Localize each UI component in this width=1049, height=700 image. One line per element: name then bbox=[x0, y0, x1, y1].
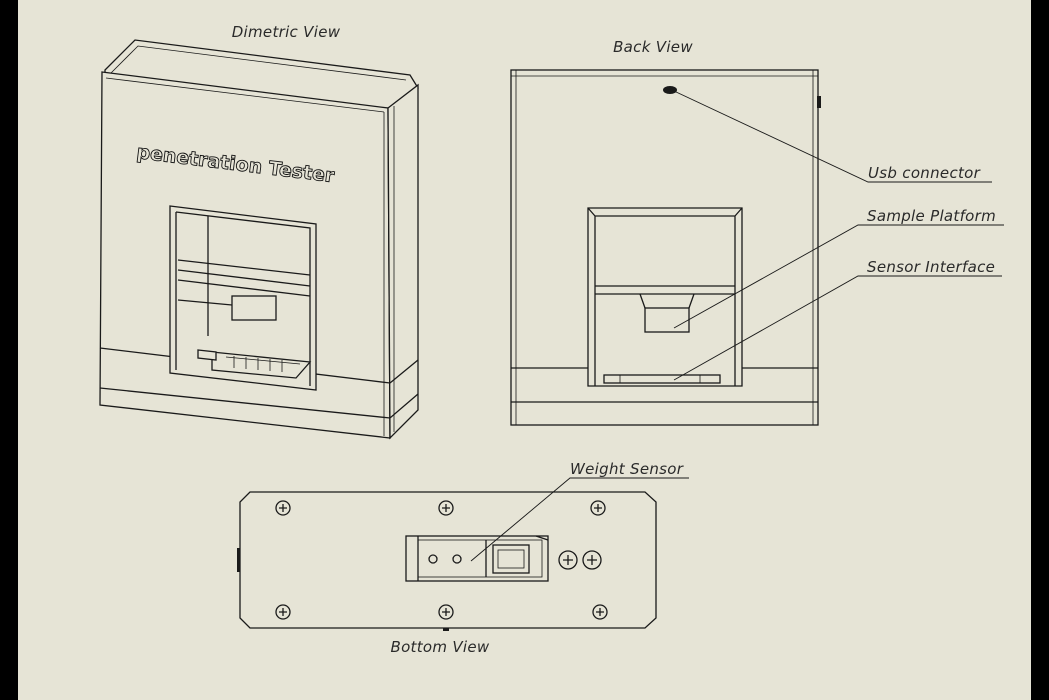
dimetric-opening-inner bbox=[175, 211, 311, 386]
dimetric-front-bevel bbox=[105, 77, 385, 113]
sensor-interface-callout: Sensor Interface bbox=[867, 258, 995, 276]
back-shelf bbox=[595, 285, 735, 295]
weight-sensor bbox=[405, 535, 549, 582]
back-opening-inner bbox=[587, 207, 743, 386]
back-view-title: Back View bbox=[613, 38, 693, 56]
screw-icon bbox=[558, 550, 578, 570]
bottom-side-port bbox=[237, 548, 240, 572]
dimetric-base-line-2 bbox=[99, 387, 419, 419]
sample-platform-callout: Sample Platform bbox=[867, 207, 996, 225]
screw-icon bbox=[438, 500, 454, 516]
back-opening bbox=[587, 207, 743, 387]
dimetric-view-title: Dimetric View bbox=[232, 23, 341, 41]
sample-platform-leader bbox=[673, 224, 1004, 329]
bottom-tab bbox=[443, 628, 449, 631]
dimetric-sample-platform bbox=[231, 295, 277, 321]
screw-icon bbox=[275, 500, 291, 516]
dimetric-top-edge bbox=[109, 45, 407, 81]
back-sensor-interface bbox=[603, 374, 721, 384]
bottom-view: Weight Sensor Bottom View bbox=[237, 460, 689, 656]
back-sample-platform bbox=[644, 307, 690, 333]
screw-icon bbox=[582, 550, 602, 570]
usb-leader bbox=[673, 90, 992, 183]
back-body-edges bbox=[511, 70, 818, 425]
weight-sensor-callout: Weight Sensor bbox=[570, 460, 684, 478]
usb-connector bbox=[663, 86, 677, 94]
dimetric-side-face bbox=[387, 83, 419, 440]
bottom-view-title: Bottom View bbox=[390, 638, 489, 656]
screw-icon bbox=[275, 604, 291, 620]
sensor-interface-leader bbox=[673, 275, 1002, 381]
screw-icon bbox=[590, 500, 606, 516]
screw-icon bbox=[438, 604, 454, 620]
dimetric-sensor-interface bbox=[211, 351, 312, 379]
back-interface-lines bbox=[619, 375, 701, 383]
dimetric-connector-pins bbox=[225, 356, 301, 372]
weight-sensor-leader bbox=[470, 477, 689, 562]
back-side-port bbox=[817, 96, 821, 108]
back-platform-arm bbox=[639, 293, 695, 309]
dimetric-inner-line bbox=[177, 299, 233, 306]
dimetric-shelf bbox=[177, 259, 311, 297]
dimetric-view: Dimetric View penetration Tester bbox=[99, 23, 419, 440]
back-view: Back View Usb connector Sample Platform … bbox=[510, 38, 1004, 426]
screw-icon bbox=[592, 604, 608, 620]
usb-callout: Usb connector bbox=[868, 164, 981, 182]
dimetric-connector-tab bbox=[197, 349, 217, 361]
